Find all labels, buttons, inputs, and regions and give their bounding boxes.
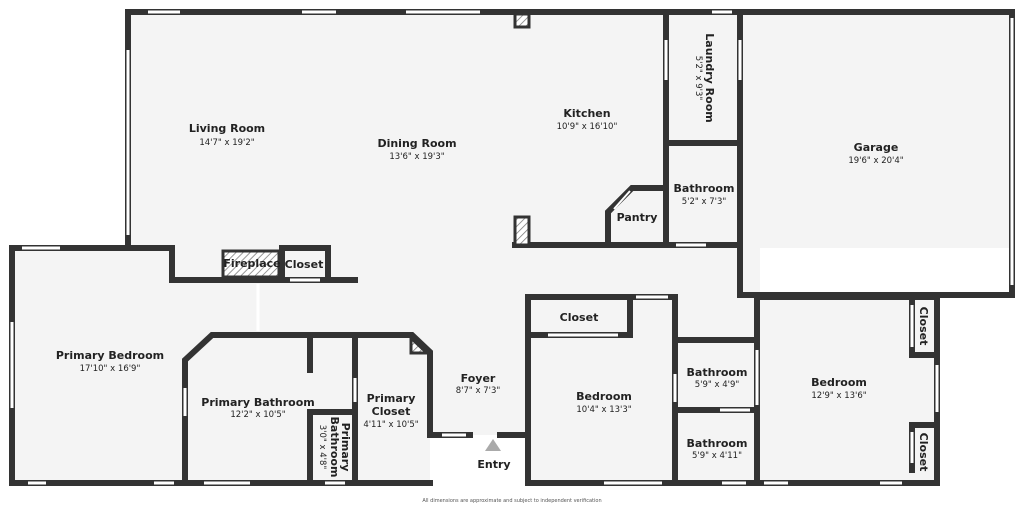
room-label: Garage	[854, 141, 899, 154]
room-label: Fireplace	[223, 257, 280, 270]
room-label: Closet	[560, 311, 599, 324]
room-label: Primary	[339, 423, 352, 472]
room-label: Bathroom	[687, 437, 748, 450]
column-hatch	[513, 215, 531, 247]
room-dimensions: 13'6" x 19'3"	[389, 152, 444, 162]
column-hatch	[409, 334, 431, 355]
fireplace-hatch	[221, 249, 281, 279]
room-label: Bathroom	[328, 417, 341, 478]
room-dimensions: 12'9" x 13'6"	[811, 391, 866, 401]
room-dimensions: 5'2" x 9'3"	[693, 56, 703, 101]
room-label: Laundry Room	[703, 33, 716, 122]
room-label: Closet	[917, 433, 930, 472]
room-label: Closet	[372, 405, 411, 418]
room-label: Bathroom	[687, 366, 748, 379]
windows	[10, 10, 1014, 485]
room-label: Foyer	[461, 372, 496, 385]
room-dimensions: 5'9" x 4'11"	[692, 451, 742, 461]
room-dimensions: 10'9" x 16'10"	[557, 122, 618, 132]
column-hatch	[513, 12, 531, 29]
room-label: Bedroom	[576, 390, 632, 403]
room-dimensions: 4'11" x 10'5"	[363, 420, 418, 430]
entry-arrow-icon	[485, 439, 501, 451]
floor-area	[12, 12, 1012, 483]
room-label: Living Room	[189, 122, 265, 135]
room-label: Closet	[917, 307, 930, 346]
room-label: Primary	[367, 392, 416, 405]
room-label: Closet	[285, 258, 324, 271]
room-dimensions: 14'7" x 19'2"	[199, 138, 254, 148]
room-dimensions: 3'0" x 4'8"	[317, 425, 327, 470]
room-dimensions: 12'2" x 10'5"	[230, 410, 285, 420]
room-label: Dining Room	[377, 137, 456, 150]
room-dimensions: 5'2" x 7'3"	[682, 197, 727, 207]
room-label: Pantry	[617, 211, 658, 224]
room-dimensions: 17'10" x 16'9"	[80, 364, 141, 374]
room-label: Bathroom	[674, 182, 735, 195]
room-dimensions: 8'7" x 7'3"	[456, 386, 501, 396]
room-label: Kitchen	[563, 107, 610, 120]
room-dimensions: 5'9" x 4'9"	[695, 380, 740, 390]
room-label: Bedroom	[811, 376, 867, 389]
room-dimensions: 10'4" x 13'3"	[576, 405, 631, 415]
room-label: Primary Bathroom	[201, 396, 314, 409]
footer-note: All dimensions are approximate and subje…	[422, 498, 601, 504]
room-label: Entry	[477, 458, 510, 471]
room-label: Primary Bedroom	[56, 349, 164, 362]
room-dimensions: 19'6" x 20'4"	[848, 156, 903, 166]
